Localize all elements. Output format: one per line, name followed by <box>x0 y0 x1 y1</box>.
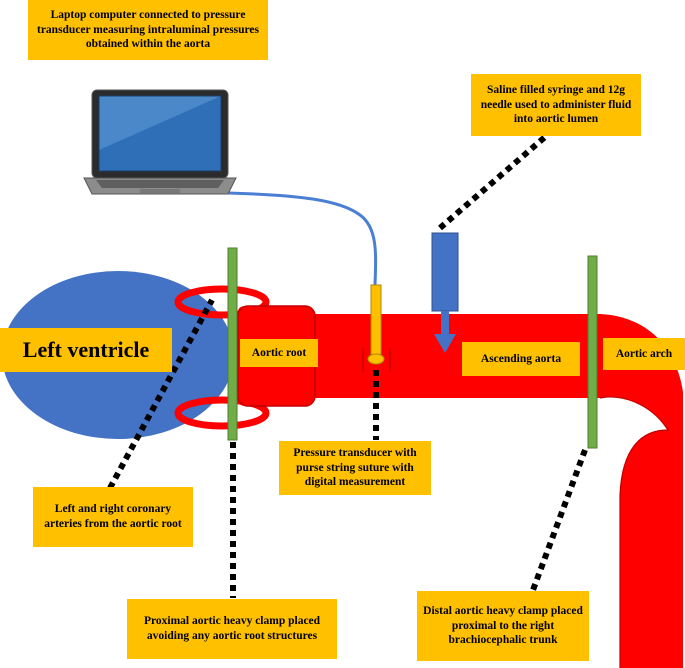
ascending-aorta-label-text: Ascending aorta <box>480 352 562 365</box>
coronary-leader <box>107 298 215 490</box>
laptop-label-text: Laptop computer connected to pressure tr… <box>36 8 260 51</box>
pressure-transducer-label-text: Pressure transducer with purse string su… <box>293 446 417 489</box>
syringe-label-text: Saline filled syringe and 12g needle use… <box>480 83 632 126</box>
syringe-icon <box>431 232 459 312</box>
aortic-arch-inner-outline <box>599 396 670 668</box>
proximal-clamp-label: Proximal aortic heavy clamp placed avoid… <box>127 599 337 659</box>
distal-clamp-label: Distal aortic heavy clamp placed proxima… <box>417 591 589 661</box>
laptop-label: Laptop computer connected to pressure tr… <box>28 0 268 60</box>
transducer-cable <box>227 191 378 286</box>
down-arrow-icon <box>434 311 456 353</box>
proximal-clamp-label-text: Proximal aortic heavy clamp placed avoid… <box>143 615 321 642</box>
distal-clamp <box>587 255 598 449</box>
aortic-root-label-text: Aortic root <box>251 346 307 359</box>
left-ventricle-label-text: Left ventricle <box>22 336 150 362</box>
aorta-shape <box>238 306 683 668</box>
proximal-clamp <box>227 247 238 441</box>
aortic-arch-label-text: Aortic arch <box>615 347 673 360</box>
ascending-aorta-label: Ascending aorta <box>462 342 580 376</box>
coronary-arteries-label: Left and right coronary arteries from th… <box>33 487 193 547</box>
pressure-transducer-icon <box>362 284 391 372</box>
aortic-arch-label: Aortic arch <box>603 338 685 370</box>
right-coronary-ring <box>174 285 270 319</box>
coronary-arteries-label-text: Left and right coronary arteries from th… <box>44 503 182 530</box>
aortic-root-label: Aortic root <box>240 339 318 367</box>
distal-clamp-leader <box>530 448 588 592</box>
syringe-label: Saline filled syringe and 12g needle use… <box>471 74 641 136</box>
distal-clamp-label-text: Distal aortic heavy clamp placed proxima… <box>423 604 583 647</box>
laptop-icon <box>83 89 237 195</box>
pressure-transducer-label: Pressure transducer with purse string su… <box>279 441 431 495</box>
left-ventricle-label: Left ventricle <box>0 328 172 372</box>
left-coronary-ring <box>174 396 270 430</box>
syringe-leader <box>438 134 547 231</box>
